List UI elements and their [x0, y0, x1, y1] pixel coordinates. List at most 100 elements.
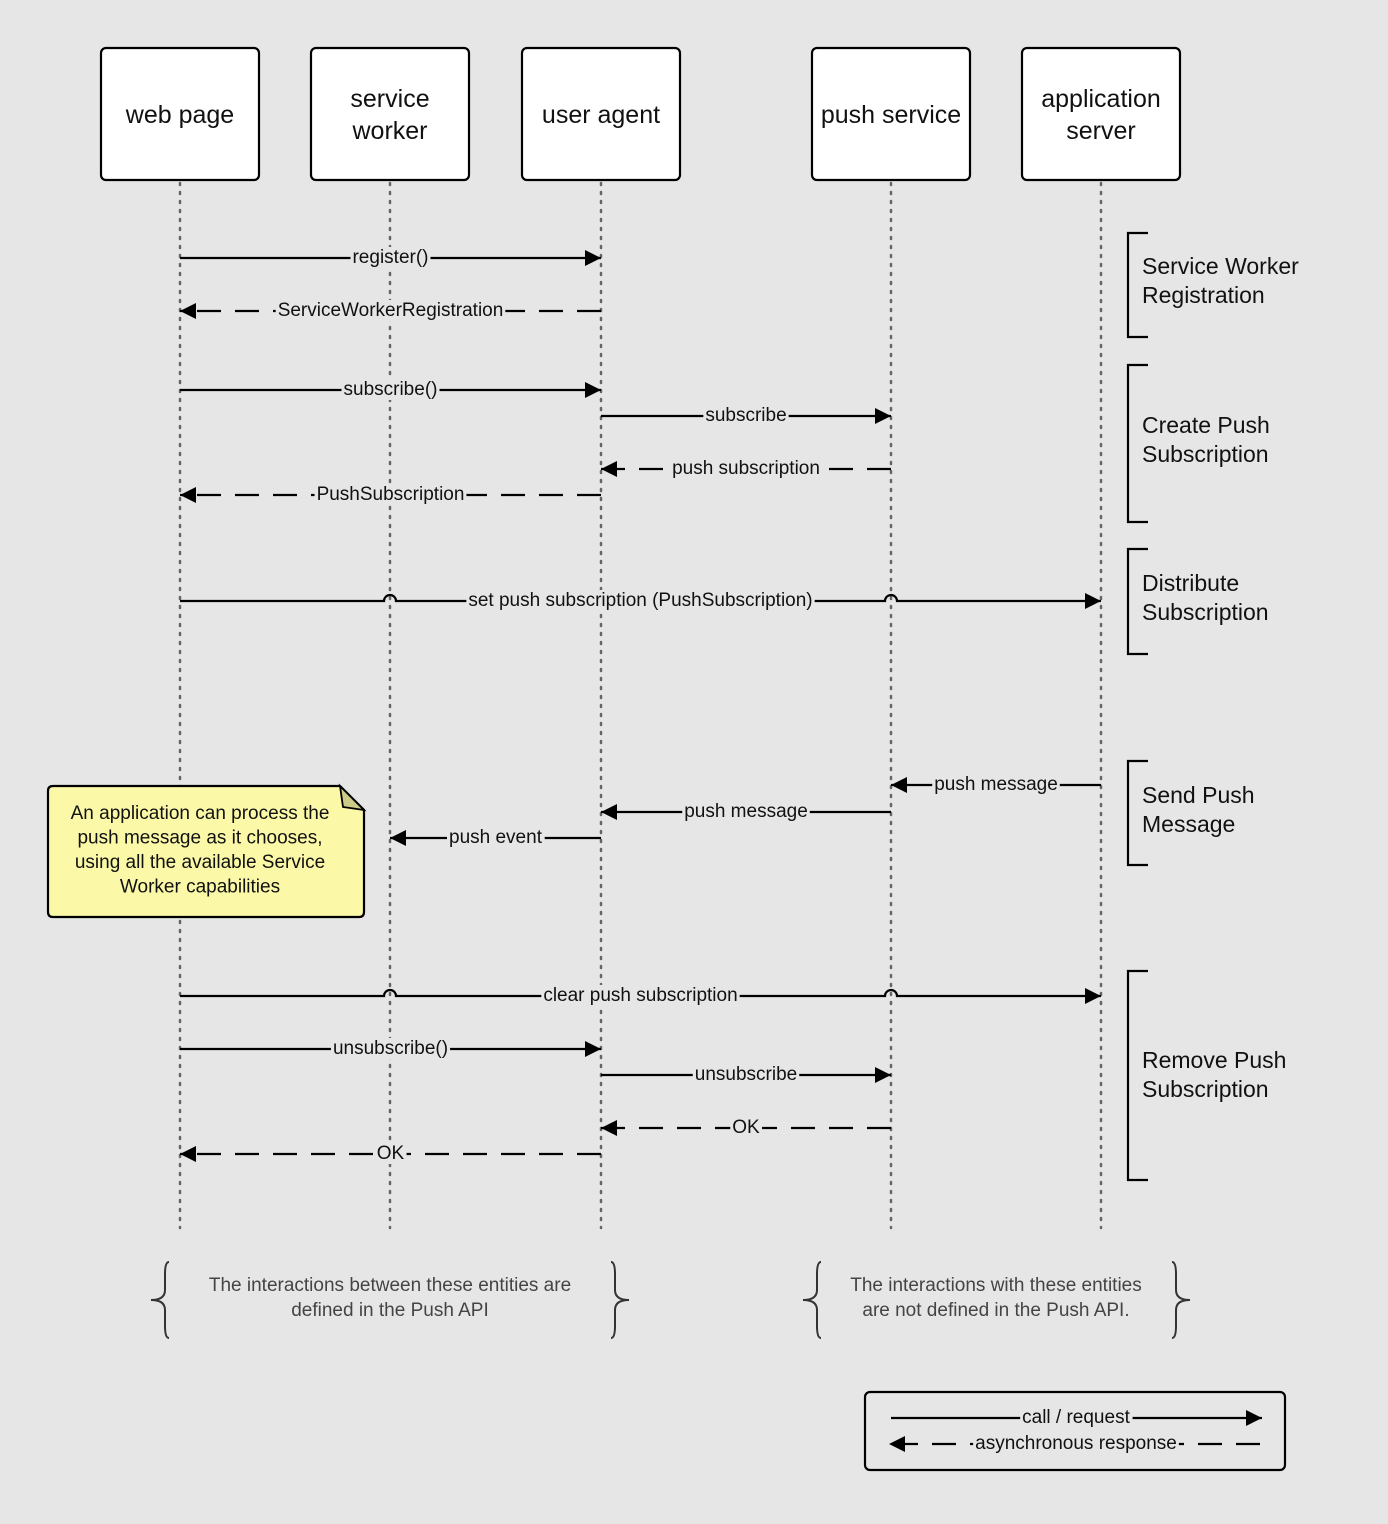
- left-brace: [150, 1261, 170, 1339]
- phase-bracket-2: Create PushSubscription: [1126, 363, 1270, 524]
- actor-box: [810, 46, 972, 182]
- legend-item-call: call / request: [891, 1407, 1262, 1428]
- label-background: [350, 247, 431, 268]
- message-label: set push subscription (PushSubscription): [468, 590, 812, 611]
- label-background: [314, 484, 467, 505]
- message-13: unsubscribe: [601, 1064, 891, 1085]
- message-1: register(): [180, 247, 601, 268]
- phase-label: Registration: [1142, 282, 1265, 308]
- phase-label: Service Worker: [1142, 253, 1299, 279]
- label-background: [670, 458, 822, 479]
- message-label: clear push subscription: [543, 985, 737, 1006]
- message-6: PushSubscription: [180, 484, 601, 505]
- label-background: [932, 774, 1060, 795]
- bracket-line: [1126, 759, 1148, 867]
- actor-label: worker: [351, 117, 427, 145]
- message-2: ServiceWorkerRegistration: [180, 300, 601, 321]
- actor-ua: user agent: [520, 46, 682, 182]
- message-label: OK: [377, 1143, 405, 1164]
- scope-text: The interactions with these entities: [850, 1275, 1142, 1296]
- legend-item-response: asynchronous response: [889, 1433, 1260, 1454]
- actor-wp: web page: [99, 46, 261, 182]
- label-background: [1020, 1407, 1133, 1428]
- message-7: set push subscription (PushSubscription): [180, 590, 1101, 611]
- note-text: An application can process the: [71, 803, 330, 824]
- label-background: [466, 590, 815, 611]
- phase-label: Distribute: [1142, 570, 1239, 596]
- message-label: PushSubscription: [317, 484, 465, 505]
- message-label: push subscription: [672, 458, 820, 479]
- phase-label: Subscription: [1142, 1076, 1269, 1102]
- label-background: [973, 1433, 1179, 1454]
- message-label: push message: [934, 774, 1058, 795]
- actor-box: [1020, 46, 1182, 182]
- message-3: subscribe(): [180, 379, 601, 400]
- label-background: [703, 405, 789, 426]
- bracket-line: [1126, 969, 1148, 1182]
- actor-box: [520, 46, 682, 182]
- actor-label: push service: [821, 101, 961, 129]
- phase-label: Send Push: [1142, 782, 1255, 808]
- message-5: push subscription: [601, 458, 891, 479]
- note-text: using all the available Service: [75, 852, 325, 873]
- label-background: [541, 985, 740, 1006]
- left-brace: [802, 1261, 822, 1339]
- phase-label: Subscription: [1142, 441, 1269, 467]
- message-label: subscribe(): [344, 379, 438, 400]
- bracket-line: [1126, 547, 1148, 656]
- note: An application can process the push messa…: [46, 783, 367, 919]
- message-label: ServiceWorkerRegistration: [278, 300, 504, 321]
- phase-bracket-1: Service WorkerRegistration: [1126, 231, 1299, 339]
- message-8: push message: [891, 774, 1101, 795]
- phase-label: Remove Push: [1142, 1047, 1286, 1073]
- scope-text: defined in the Push API: [291, 1300, 489, 1321]
- label-background: [692, 1064, 800, 1085]
- message-12: unsubscribe(): [180, 1038, 601, 1059]
- actor-box: [309, 46, 471, 182]
- label-background: [341, 379, 440, 400]
- label-background: [275, 300, 506, 321]
- legend-label: call / request: [1022, 1407, 1130, 1428]
- scope-text: The interactions between these entities …: [209, 1275, 571, 1296]
- actor-box: [99, 46, 261, 182]
- label-background: [374, 1143, 407, 1164]
- actor-label: user agent: [542, 101, 660, 129]
- message-9: push message: [601, 801, 891, 822]
- actor-ps: push service: [810, 46, 972, 182]
- message-14: OK: [601, 1117, 891, 1138]
- actor-sw: service worker: [309, 46, 471, 182]
- message-label: register(): [352, 247, 428, 268]
- message-label: unsubscribe: [695, 1064, 797, 1085]
- right-brace: [1171, 1261, 1191, 1339]
- actor-label: server: [1066, 117, 1135, 145]
- message-label: push event: [449, 827, 543, 848]
- message-11: clear push subscription: [180, 985, 1101, 1006]
- note-body: [46, 784, 366, 919]
- phase-label: Create Push: [1142, 412, 1270, 438]
- message-4: subscribe: [601, 405, 891, 426]
- note-text: push message as it chooses,: [77, 828, 322, 849]
- actor-label: web page: [125, 101, 234, 129]
- message-label: push message: [684, 801, 808, 822]
- phase-label: Message: [1142, 811, 1235, 837]
- bracket-line: [1126, 231, 1148, 339]
- message-label: subscribe: [705, 405, 786, 426]
- scope-group-1: The interactions between these entities …: [150, 1261, 630, 1339]
- phase-label: Subscription: [1142, 599, 1269, 625]
- label-background: [330, 1038, 451, 1059]
- note-fold: [338, 783, 367, 812]
- label-background: [682, 801, 810, 822]
- label-background: [447, 827, 545, 848]
- message-10: push event: [390, 827, 601, 848]
- bracket-line: [1126, 363, 1148, 524]
- message-label: OK: [732, 1117, 760, 1138]
- phase-bracket-5: Remove PushSubscription: [1126, 969, 1286, 1182]
- scope-group-2: The interactions with these entitiesare …: [802, 1261, 1191, 1339]
- note-text: Worker capabilities: [120, 877, 280, 898]
- message-15: OK: [180, 1143, 601, 1164]
- actor-label: service: [350, 85, 429, 113]
